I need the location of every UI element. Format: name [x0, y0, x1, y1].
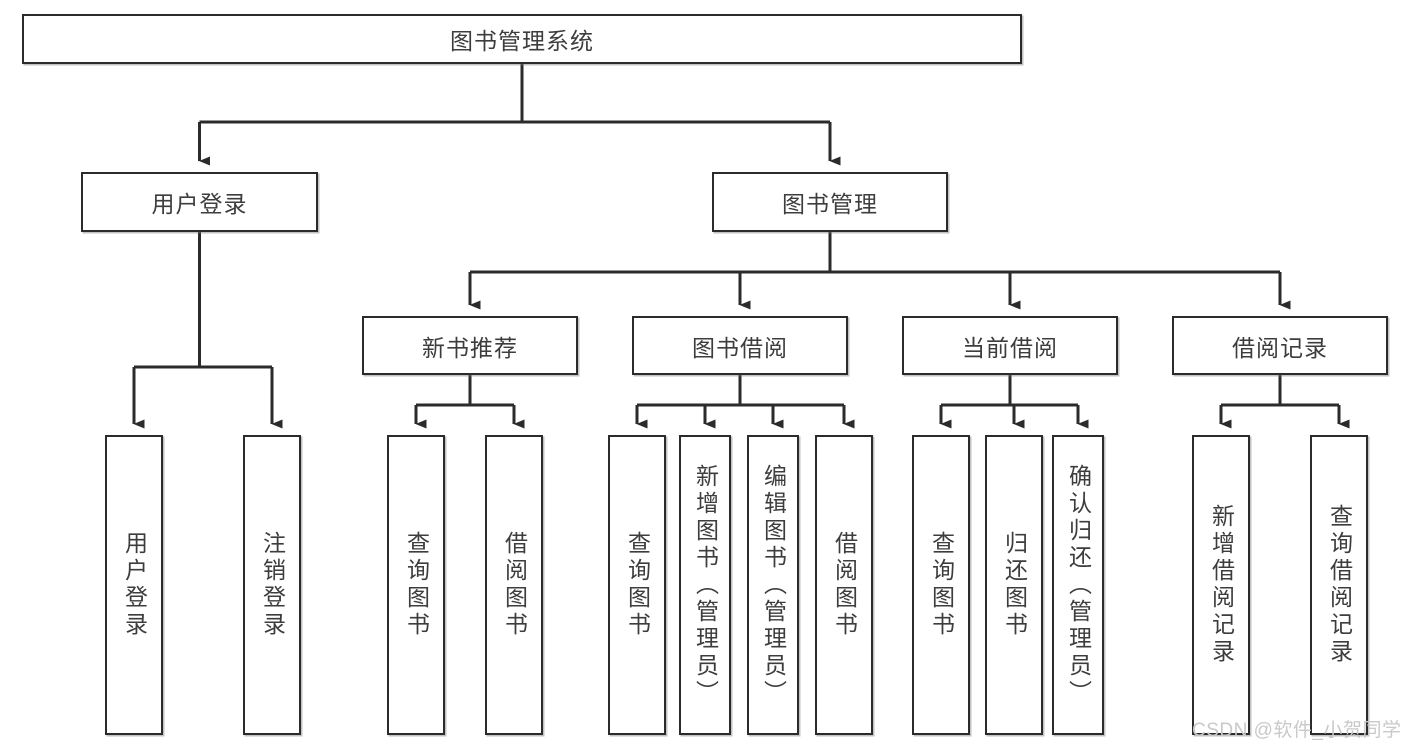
node-new-book-rec-label: 新书推荐 — [422, 334, 518, 361]
node-leaf-add-record-label: 新增借阅记录 — [1208, 504, 1235, 666]
node-leaf-query-book-2[interactable]: 查询图书 — [608, 435, 666, 735]
node-leaf-logout[interactable]: 注销登录 — [243, 435, 301, 735]
node-current-borrow[interactable]: 当前借阅 — [902, 316, 1118, 375]
node-leaf-query-book-2-label: 查询图书 — [624, 531, 651, 639]
node-leaf-borrow-book-1[interactable]: 借阅图书 — [485, 435, 543, 735]
node-title[interactable]: 图书管理系统 — [22, 14, 1022, 64]
node-new-book-rec[interactable]: 新书推荐 — [362, 316, 578, 375]
node-leaf-add-record[interactable]: 新增借阅记录 — [1192, 435, 1250, 735]
node-leaf-query-record-label: 查询借阅记录 — [1326, 504, 1353, 666]
node-leaf-borrow-book-1-label: 借阅图书 — [501, 531, 528, 639]
node-leaf-edit-book-label: 编辑图书（管理员） — [760, 463, 787, 707]
node-leaf-add-book-label: 新增图书（管理员） — [692, 463, 719, 707]
node-leaf-user-login[interactable]: 用户登录 — [105, 435, 163, 735]
node-book-manage[interactable]: 图书管理 — [712, 172, 948, 232]
node-leaf-query-book-1-label: 查询图书 — [403, 531, 430, 639]
node-leaf-query-book-3[interactable]: 查询图书 — [912, 435, 970, 735]
node-borrow-record-label: 借阅记录 — [1232, 334, 1328, 361]
node-borrow-record[interactable]: 借阅记录 — [1172, 316, 1388, 375]
node-user-login[interactable]: 用户登录 — [81, 172, 318, 232]
node-leaf-query-book-1[interactable]: 查询图书 — [387, 435, 445, 735]
node-leaf-return-book-label: 归还图书 — [1001, 531, 1028, 639]
node-leaf-confirm-return[interactable]: 确认归还（管理员） — [1052, 435, 1104, 735]
node-leaf-confirm-return-label: 确认归还（管理员） — [1065, 463, 1092, 707]
node-leaf-query-book-3-label: 查询图书 — [928, 531, 955, 639]
node-leaf-query-record[interactable]: 查询借阅记录 — [1310, 435, 1368, 735]
node-leaf-add-book[interactable]: 新增图书（管理员） — [679, 435, 731, 735]
node-leaf-borrow-book-2[interactable]: 借阅图书 — [815, 435, 873, 735]
node-title-label: 图书管理系统 — [450, 28, 594, 54]
node-leaf-borrow-book-2-label: 借阅图书 — [831, 531, 858, 639]
node-leaf-return-book[interactable]: 归还图书 — [985, 435, 1043, 735]
node-book-borrow[interactable]: 图书借阅 — [632, 316, 848, 375]
node-user-login-label: 用户登录 — [151, 191, 248, 217]
node-leaf-edit-book[interactable]: 编辑图书（管理员） — [747, 435, 799, 735]
node-book-manage-label: 图书管理 — [782, 191, 878, 217]
node-current-borrow-label: 当前借阅 — [962, 334, 1058, 361]
node-book-borrow-label: 图书借阅 — [692, 334, 788, 361]
node-leaf-user-login-label: 用户登录 — [121, 531, 148, 639]
node-leaf-logout-label: 注销登录 — [259, 531, 286, 639]
